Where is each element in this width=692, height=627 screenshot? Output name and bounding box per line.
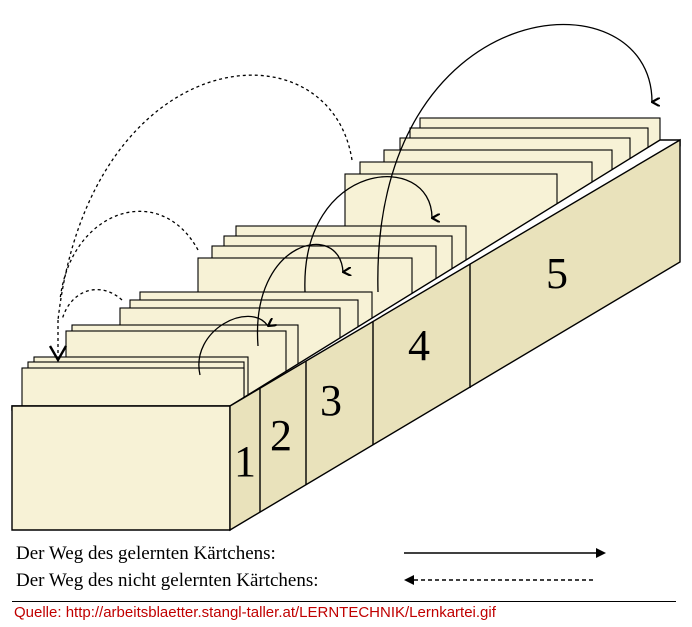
legend-solid-arrow-icon	[404, 548, 606, 558]
compartment-3-label: 3	[320, 376, 342, 425]
legend: Der Weg des gelernten Kärtchens: Der Weg…	[0, 538, 692, 600]
legend-learned-label: Der Weg des gelernten Kärtchens:	[16, 543, 276, 564]
not-learned-path-arrows	[48, 74, 353, 363]
legend-dashed-arrow-icon	[404, 575, 596, 585]
lernkartei-box	[11, 138, 681, 532]
compartment-4-label: 4	[408, 321, 430, 370]
cards-compartment-1	[21, 356, 249, 413]
lernkartei-diagram: 1 2 3 4 5	[11, 23, 681, 532]
compartment-2-label: 2	[270, 411, 292, 460]
learned-path-arrows	[198, 23, 652, 376]
compartment-1-label: 1	[234, 437, 256, 486]
legend-not-learned-label: Der Weg des nicht gelernten Kärtchens:	[16, 570, 319, 591]
divider	[12, 601, 676, 602]
compartment-5-label: 5	[546, 249, 568, 298]
source-citation: Quelle: http://arbeitsblaetter.stangl-ta…	[14, 604, 496, 621]
